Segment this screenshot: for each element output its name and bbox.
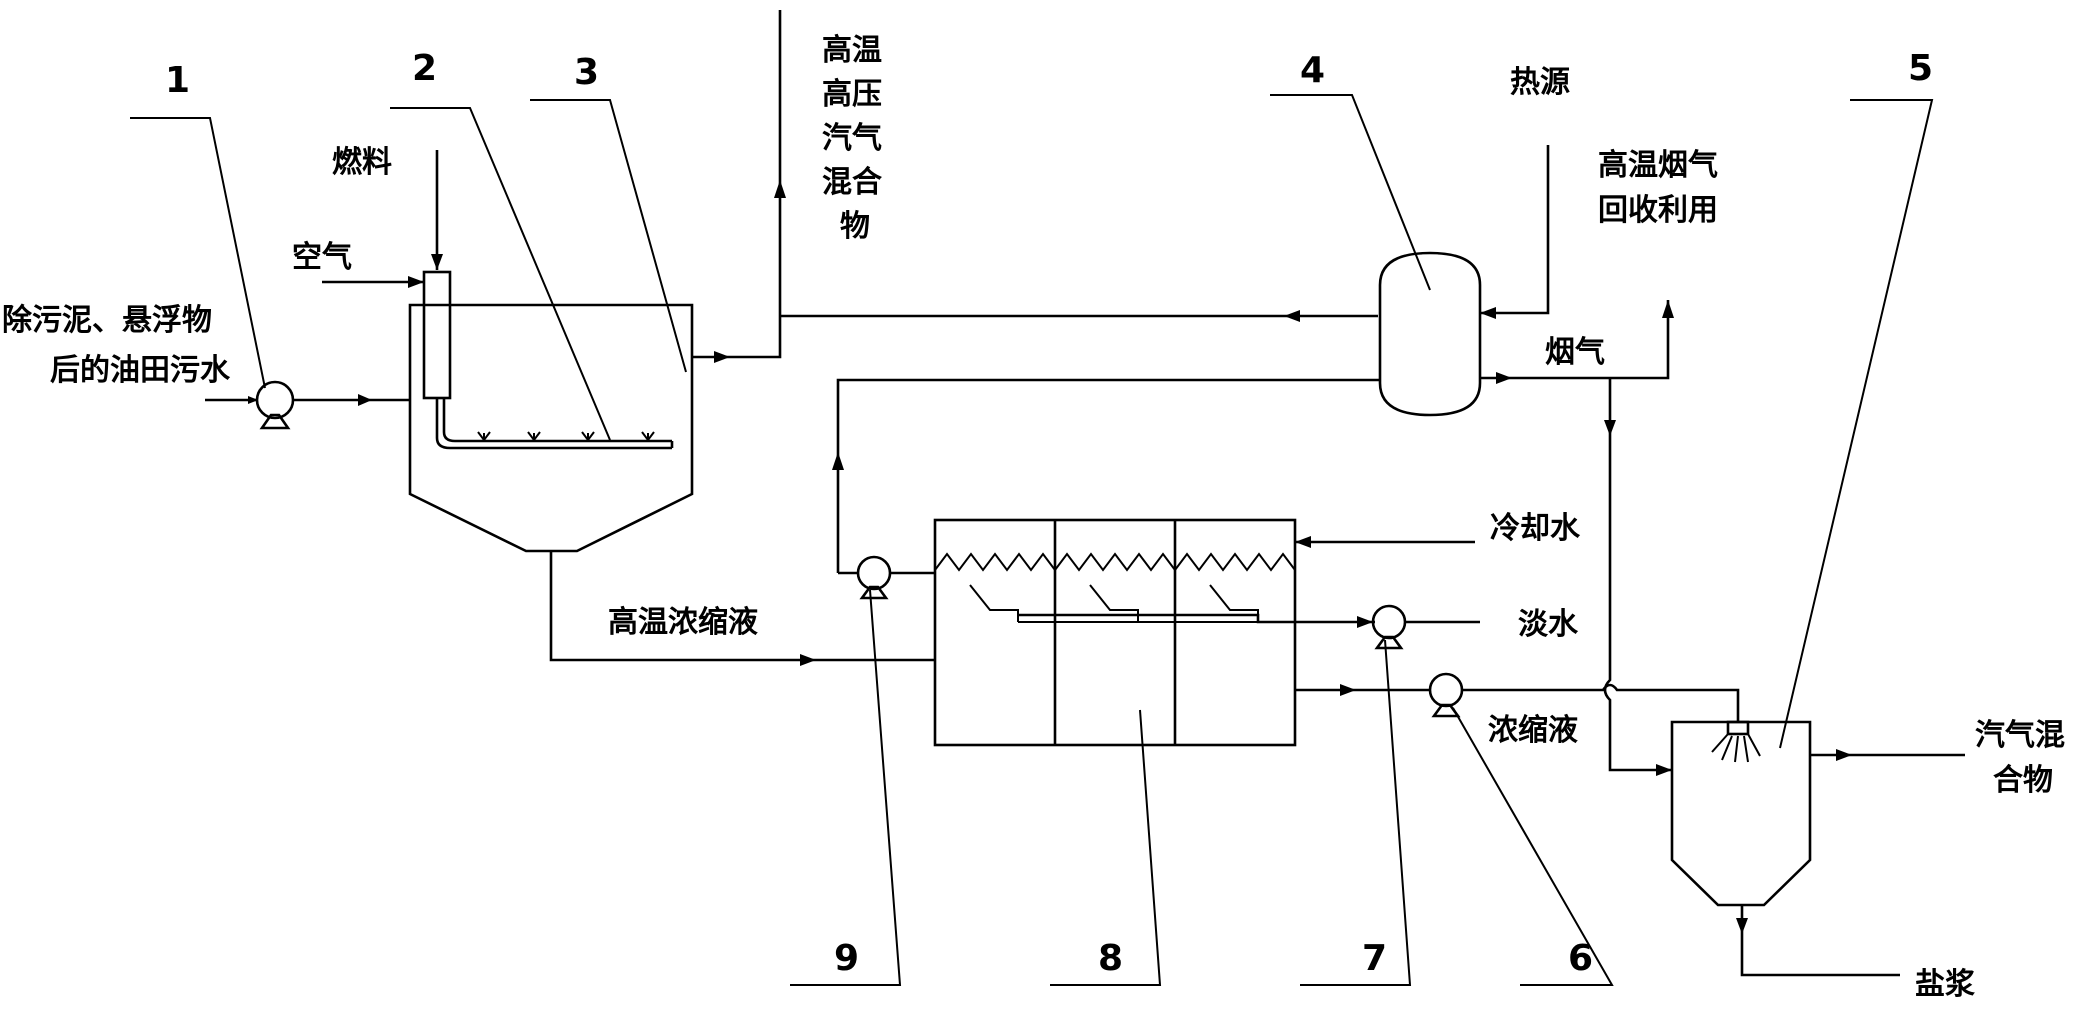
leader-lines — [130, 94, 1934, 986]
label-salt-slurry: 盐浆 — [1915, 967, 1975, 1002]
label-heat-source: 热源 — [1510, 65, 1570, 100]
label-steam-out-3: 汽气 — [822, 121, 882, 156]
label-cooling-water: 冷却水 — [1490, 511, 1581, 546]
pump-9 — [836, 555, 935, 600]
label-steam-mix-out-1: 汽气混 — [1975, 718, 2065, 753]
steam-outlet-line — [692, 10, 1378, 363]
spray-crystallizer — [1670, 720, 1812, 907]
evaporator-tank — [408, 303, 694, 553]
air-line — [322, 276, 424, 288]
label-flue-gas: 烟气 — [1545, 335, 1605, 370]
label-steam-mix-out-2: 合物 — [1993, 763, 2053, 798]
salt-slurry-line — [1736, 905, 1900, 977]
flue-gas-line — [1480, 300, 1674, 776]
component-numbers: 1 2 3 4 5 6 7 8 9 — [165, 48, 1933, 979]
label-steam-out-2: 高压 — [822, 77, 882, 112]
number-2: 2 — [412, 48, 437, 89]
heat-exchanger-vessel — [1378, 251, 1482, 417]
label-wastewater-line1: 除污泥、悬浮物 — [2, 303, 212, 338]
cooling-water-line — [1295, 536, 1475, 548]
label-steam-mix-out: 汽气混 合物 — [1975, 718, 2065, 798]
pump-7 — [1357, 604, 1480, 650]
feed-pump — [255, 380, 295, 430]
label-fuel: 燃料 — [332, 145, 392, 180]
number-8: 8 — [1098, 938, 1123, 979]
number-9: 9 — [834, 938, 859, 979]
label-wastewater-line2: 后的油田污水 — [50, 353, 231, 388]
label-flue-recovery-2: 回收利用 — [1598, 193, 1718, 228]
label-steam-out: 高温 高压 汽气 混合 物 — [822, 33, 882, 244]
return-line-to-boiler — [832, 378, 1380, 558]
label-air: 空气 — [292, 240, 352, 275]
label-wastewater: 除污泥、悬浮物 后的油田污水 — [2, 303, 231, 388]
label-flue-recovery-1: 高温烟气 — [1598, 148, 1718, 183]
number-4: 4 — [1300, 50, 1325, 91]
label-steam-out-5: 物 — [840, 209, 870, 244]
number-6: 6 — [1568, 938, 1593, 979]
number-3: 3 — [574, 52, 599, 93]
burner-nozzles — [477, 431, 655, 442]
label-steam-out-4: 混合 — [822, 165, 882, 200]
fuel-burner-tube — [422, 270, 674, 450]
label-hot-concentrate: 高温浓缩液 — [608, 605, 758, 640]
label-flue-recovery: 高温烟气 回收利用 — [1598, 148, 1718, 228]
number-1: 1 — [165, 60, 190, 101]
feed-line — [205, 394, 410, 406]
fuel-line — [431, 150, 443, 270]
steam-mix-outlet-line — [1810, 749, 1965, 761]
number-5: 5 — [1908, 48, 1933, 89]
label-concentrate: 浓缩液 — [1488, 713, 1578, 748]
number-7: 7 — [1362, 938, 1387, 979]
label-fresh-water: 淡水 — [1518, 607, 1579, 642]
label-steam-out-1: 高温 — [822, 33, 882, 68]
heat-source-line — [1480, 145, 1550, 319]
multi-effect-distiller — [933, 518, 1375, 747]
hot-concentrate-line — [549, 551, 935, 666]
pump-6 — [1295, 672, 1740, 722]
